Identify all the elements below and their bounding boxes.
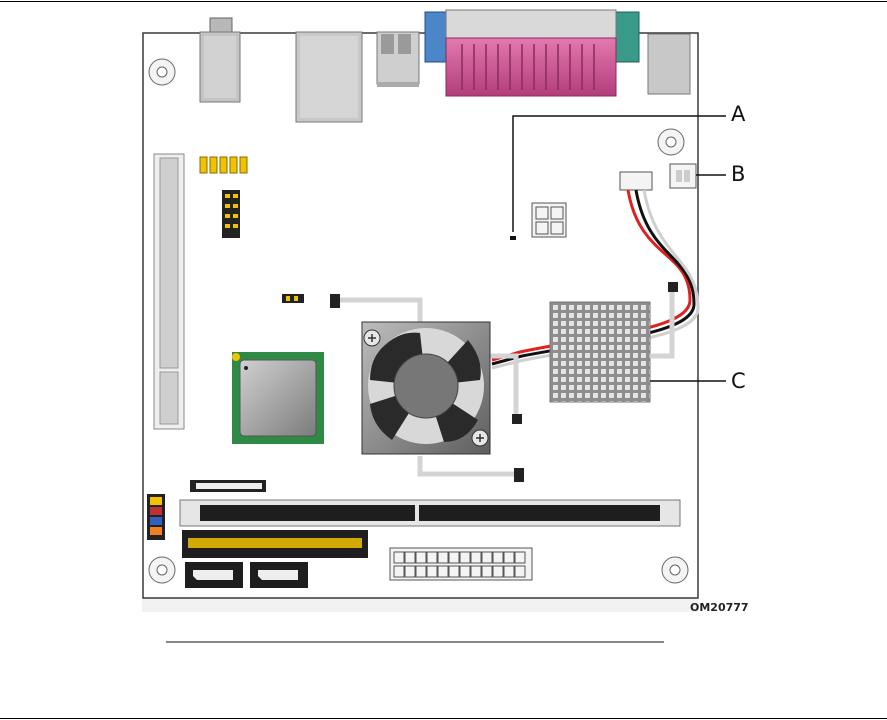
audio-jack [200,18,240,102]
jumper [282,294,304,303]
callout-label-a: A [731,102,745,126]
cpu-fan [362,322,490,454]
atx-power-connector [390,548,532,580]
heatsink [550,302,650,402]
ide-connector [182,530,368,558]
pci-slot [154,154,184,429]
color-header [147,494,165,540]
front-panel-header [200,157,247,173]
lan-port [296,32,362,122]
callout-label-c: C [731,369,746,393]
parallel-port [425,10,639,96]
callout-label-b: B [731,162,745,186]
fan-header-b [670,164,696,188]
callout-a-target [510,236,516,240]
usb-ports [377,32,419,87]
figure-code: OM20777 [690,601,749,614]
chipset [232,352,324,444]
video-port [648,34,690,94]
power-connector-4pin [532,203,566,237]
fan-header-cpu [620,172,652,190]
